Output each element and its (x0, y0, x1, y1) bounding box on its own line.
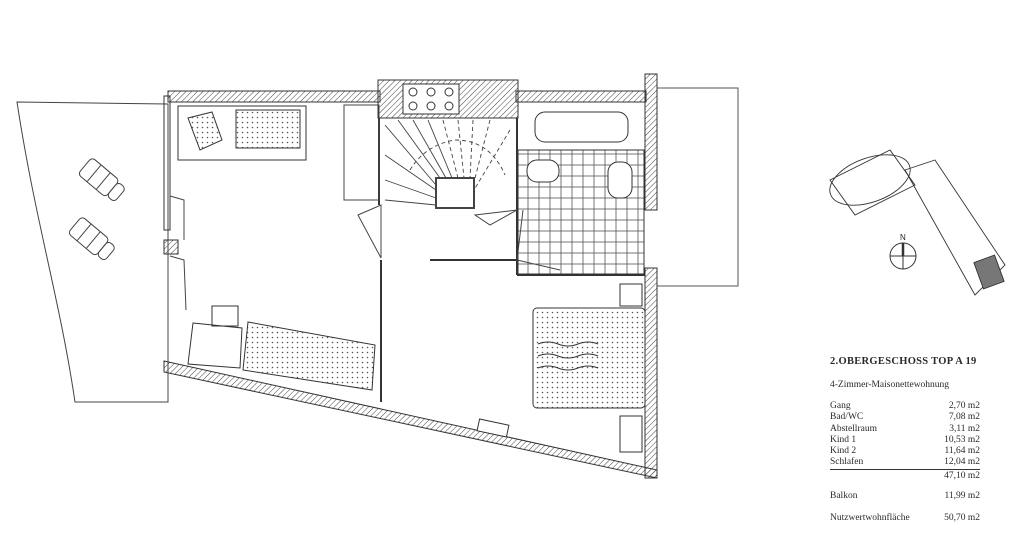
bed-schlafen (532, 283, 646, 453)
balcony (16, 101, 169, 403)
terrace-outline (657, 87, 739, 287)
usable-area-value: 50,70 m2 (944, 512, 980, 523)
bathroom (517, 111, 645, 275)
storage-closet (343, 104, 380, 201)
balcony-row: Balkon 11,99 m2 (830, 491, 980, 501)
area-legend: 2.OBERGESCHOSS TOP A 19 4-Zimmer-Maisone… (830, 356, 1010, 523)
balcony-label: Balkon (830, 490, 858, 501)
room-area: 11,64 m2 (944, 446, 980, 457)
room-name: Gang (830, 401, 851, 411)
room-name: Schlafen (830, 457, 916, 470)
room-area-table: Gang 2,70 m2 Bad/WC 7,08 m2 Abstellraum 3,1… (830, 401, 980, 470)
room-area: 7,08 m2 (948, 412, 980, 423)
apartment-type: 4-Zimmer-Maisonettewohnung (830, 380, 950, 390)
site-plan (829, 149, 1006, 296)
room-area: 10,53 m2 (944, 434, 980, 445)
room-area: 12,04 m2 (915, 457, 980, 470)
room-name: Kind 1 (830, 434, 857, 445)
stove-icon (402, 83, 460, 115)
lounge-chair-icon (78, 158, 125, 201)
toilet-icon (526, 159, 560, 183)
compass-icon (889, 242, 917, 270)
staircase (384, 119, 511, 209)
sink-icon (607, 161, 633, 199)
room-name: Bad/WC (830, 412, 864, 423)
room-row: Bad/WC 7,08 m2 (830, 412, 980, 423)
bed-kind-1 (177, 105, 307, 161)
doors (169, 195, 561, 311)
desk-kind-2 (187, 305, 376, 391)
room-area: 2,70 m2 (948, 401, 980, 411)
room-row: Kind 1 10,53 m2 (830, 435, 980, 446)
room-row: Gang 2,70 m2 (830, 401, 980, 412)
window (476, 418, 510, 438)
room-name: Abstellraum (830, 423, 877, 434)
floor-title: 2.OBERGESCHOSS TOP A 19 (830, 356, 977, 367)
usable-area-row: Nutzwertwohnfläche 50,70 m2 (830, 513, 980, 523)
subtotal-area: 47,10 m2 (944, 470, 980, 481)
room-area: 3,11 m2 (949, 423, 980, 434)
room-row: Abstellraum 3,11 m2 (830, 424, 980, 435)
room-row: Kind 2 11,64 m2 (830, 446, 980, 457)
compass-north-label: N (900, 233, 906, 242)
room-name: Kind 2 (830, 446, 857, 457)
lounge-chair-icon (68, 217, 115, 260)
balcony-area: 11,99 m2 (944, 490, 980, 501)
usable-area-label: Nutzwertwohnfläche (830, 512, 910, 523)
